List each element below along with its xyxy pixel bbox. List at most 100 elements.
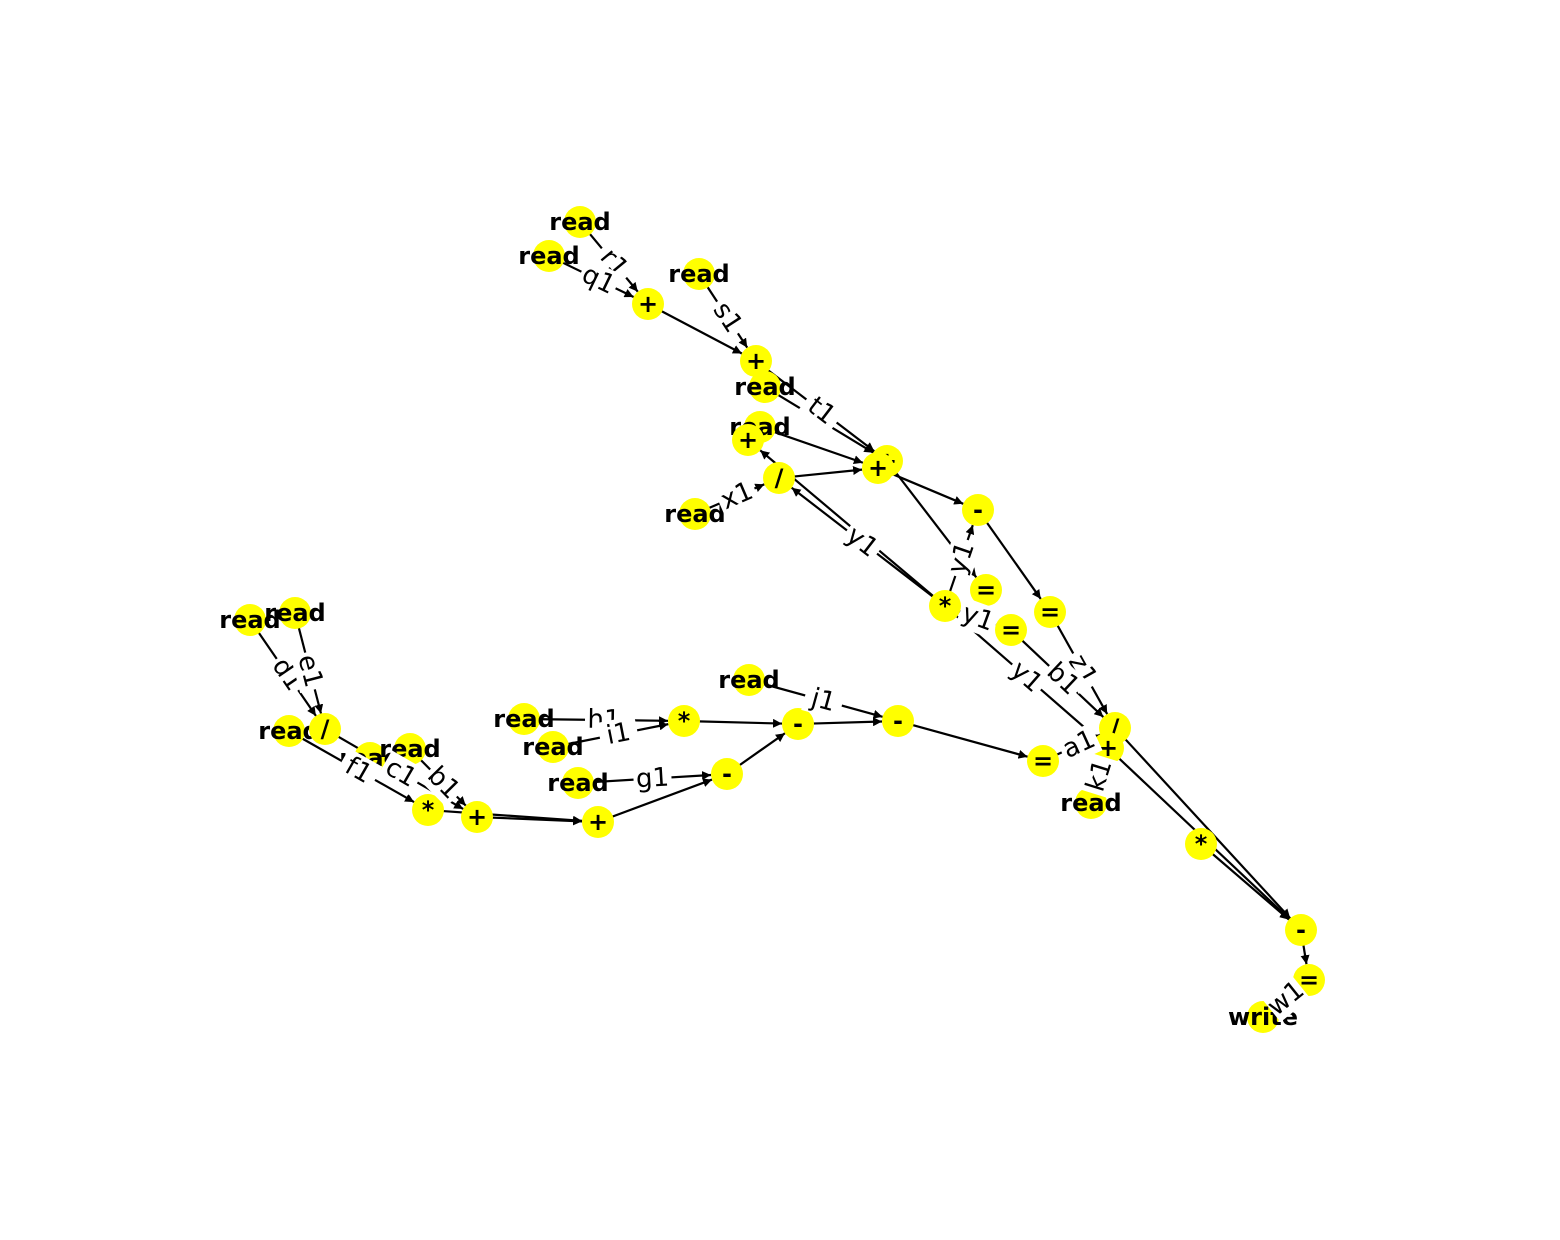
edge-n_mul_c-to-n_plus_h: [437, 809, 583, 825]
node-label: *: [1195, 830, 1208, 858]
node-label: read: [264, 599, 326, 627]
node-circle: [929, 590, 961, 622]
node-circle: [862, 452, 894, 484]
node-n_eq_a: =: [1034, 596, 1066, 628]
node-label: read: [718, 666, 780, 694]
node-label: -: [973, 496, 983, 524]
node-n_plus_c: +: [732, 424, 764, 456]
node-label: +: [868, 454, 888, 482]
node-n_eq_e: =: [1027, 745, 1059, 777]
node-n_eq_b: =: [970, 574, 1002, 606]
node-n_read_e1b: read: [264, 597, 326, 629]
edge-label-background: [1261, 974, 1311, 1023]
node-n_div_a: /: [763, 462, 795, 494]
node-label: /: [1111, 714, 1120, 742]
node-label: read: [522, 733, 584, 761]
node-circle: [279, 597, 311, 629]
node-label: =: [1033, 747, 1053, 775]
node-n_read_s1: read: [668, 258, 730, 290]
node-label: =: [1001, 616, 1021, 644]
node-label: -: [893, 707, 903, 735]
node-n_div_c: /: [309, 713, 341, 745]
node-circle: [1285, 914, 1317, 946]
node-label: +: [467, 803, 487, 831]
node-circle: [1034, 596, 1066, 628]
edge-label-y1: y1: [837, 518, 887, 566]
node-circle: [749, 371, 781, 403]
node-n_read_c: read: [734, 371, 796, 403]
edge-label-background: [837, 518, 887, 566]
edge-label-background: [632, 762, 673, 795]
edge-label-t1: t1: [797, 387, 846, 435]
edge-n_plus_a-to-n_plus_b: [655, 307, 743, 355]
edge-n_mul_b-to-n_minus_b: [1207, 849, 1290, 921]
node-n_eq_c: =: [995, 614, 1027, 646]
edge-label-y1: y1: [941, 535, 982, 581]
node-circle: [995, 614, 1027, 646]
node-circle: [882, 705, 914, 737]
node-circle: [412, 794, 444, 826]
edge-n_minus_e-to-n_eq_e: [906, 722, 1028, 759]
node-n_minus_c: -: [711, 758, 743, 790]
edge-label-background: [290, 648, 330, 694]
edge-label-text: y1: [1005, 655, 1049, 699]
node-circle: [309, 713, 341, 745]
edge-label-background: [596, 715, 641, 753]
edge-n_minus_c-to-n_minus_d: [734, 732, 786, 770]
node-circle: [582, 806, 614, 838]
node-n_mul_b: *: [1185, 828, 1217, 860]
node-n_minus_d: -: [782, 708, 814, 740]
node-label: =: [1299, 966, 1319, 994]
node-circle: [740, 345, 772, 377]
node-circle: [733, 664, 765, 696]
node-circle: [970, 574, 1002, 606]
node-n_read_i1: read: [522, 731, 584, 763]
node-n_read_h1: read: [493, 703, 555, 735]
edge-label-background: [590, 238, 638, 288]
edge-label-text: s1: [707, 297, 749, 339]
edge-label-text: y1: [840, 520, 884, 563]
node-n_minus_b: -: [1285, 914, 1317, 946]
node-circle: [533, 240, 565, 272]
node-n_read_x1: read: [664, 498, 726, 530]
edge-label-j1: j1: [801, 680, 846, 721]
node-n_read_j1: read: [718, 664, 780, 696]
node-label: =: [976, 576, 996, 604]
edge-label-background: [1038, 655, 1088, 703]
node-circle: [782, 708, 814, 740]
edge-n_plus_g-to-n_plus_h: [486, 816, 583, 826]
node-label: read: [219, 606, 281, 634]
edge-label-background: [797, 387, 846, 435]
node-n_plus_h: +: [582, 806, 614, 838]
node-circle: [683, 258, 715, 290]
node-n_plus_a: +: [632, 288, 664, 320]
node-label: read: [493, 705, 555, 733]
edge-label-background: [704, 293, 751, 342]
nodes-layer: readread+read+readread+++/read-=*==/+rea…: [219, 206, 1325, 1033]
edge-label-background: [419, 758, 468, 808]
node-label: *: [939, 592, 952, 620]
node-circle: [763, 462, 795, 494]
node-label: read: [549, 208, 611, 236]
node-label: read: [1060, 789, 1122, 817]
node-n_minus_a: -: [962, 494, 994, 526]
edge-label-background: [941, 535, 982, 581]
edge-label-background: [377, 750, 425, 796]
node-n_mul_d: *: [668, 705, 700, 737]
node-circle: [1185, 828, 1217, 860]
node-n_plus_b: +: [740, 345, 772, 377]
node-label: +: [588, 808, 608, 836]
edge-label-background: [574, 258, 623, 302]
node-label: read: [668, 260, 730, 288]
node-circle: [962, 494, 994, 526]
edge-label-background: [1079, 752, 1120, 799]
node-circle: [1027, 745, 1059, 777]
node-label: -: [722, 760, 732, 788]
node-circle: [562, 767, 594, 799]
edge-label-background: [801, 680, 846, 721]
edge-label-background: [713, 474, 761, 518]
node-circle: [508, 703, 540, 735]
node-label: *: [678, 707, 691, 735]
edge-label-text: t1: [802, 391, 841, 431]
